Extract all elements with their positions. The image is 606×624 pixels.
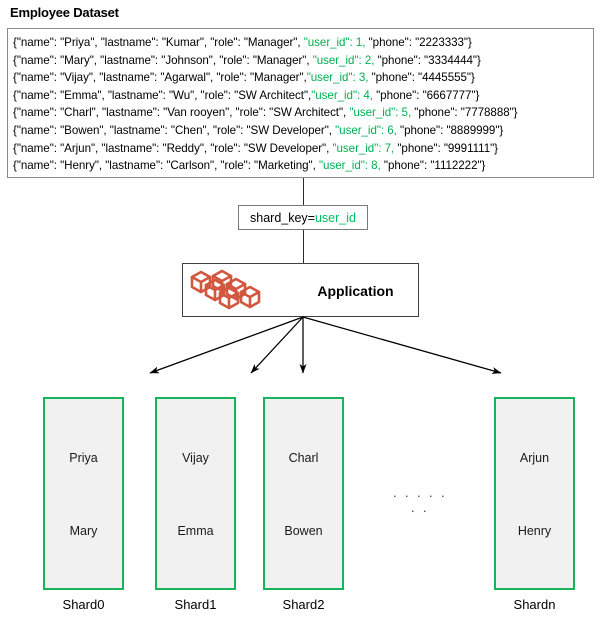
shard-record-name: Bowen [284,524,323,538]
shard-key-value: user_id [314,210,356,225]
record-head: {"name": "Vijay", "lastname": "Agarwal",… [13,71,307,85]
record-head: {"name": "Emma", "lastname": "Wu", "role… [13,88,312,102]
dataset-record-row: {"name": "Vijay", "lastname": "Agarwal",… [13,69,593,87]
record-tail: "phone": "8889999"} [396,123,504,137]
record-tail: "phone": "1112222"} [380,159,486,173]
shard-record-name: Mary [69,524,98,538]
shard-label-2: Shard2 [282,597,325,612]
shard-record-name: Priya [69,451,98,465]
record-user-id: "user_id": 1, [303,36,366,49]
shard-label-0: Shard0 [62,597,105,612]
connector-shardkey-to-application [303,230,304,263]
record-head: {"name": "Arjun", "lastname": "Reddy", "… [13,141,333,155]
arrow-to-shard1 [250,316,304,374]
application-label: Application [317,283,394,299]
shard-box-1[interactable]: Vijay Emma [155,397,236,590]
record-tail: "phone": "3334444"} [374,53,481,67]
record-user-id: "user_id": 2, [312,53,375,67]
dataset-record-row: {"name": "Bowen", "lastname": "Chen", "r… [13,122,593,140]
shards-ellipsis: . . . . . . . [392,485,448,515]
record-user-id: "user_id": 5, [349,106,412,120]
record-tail: "phone": "9991111"} [394,141,498,155]
dataset-record-row: {"name": "Priya", "lastname": "Kumar", "… [13,34,593,52]
shard-record-name: Emma [177,524,214,538]
record-tail: "phone": "4445555"} [368,71,475,85]
shard-record-name: Arjun [519,451,550,465]
record-head: {"name": "Bowen", "lastname": "Chen", "r… [13,123,336,137]
shard-box-2[interactable]: Charl Bowen [263,397,344,590]
record-user-id: "user_id": 3, [306,71,369,85]
application-box: Application [182,263,419,317]
shard-label-n: Shardn [513,597,556,612]
record-tail: "phone": "2223333"} [365,36,472,49]
dataset-record-row: {"name": "Henry", "lastname": "Carlson",… [13,157,593,175]
dataset-record-row: {"name": "Emma", "lastname": "Wu", "role… [13,87,593,105]
shard-record-name: Henry [517,524,552,538]
arrow-to-shard0 [149,316,304,374]
shard-label-1: Shard1 [174,597,217,612]
cubes-cluster-icon [189,267,287,320]
dataset-record-row: {"name": "Arjun", "lastname": "Reddy", "… [13,140,593,158]
employee-dataset-box: {"name": "Priya", "lastname": "Kumar", "… [7,28,594,178]
shard-box-n[interactable]: Arjun Henry [494,397,575,590]
dataset-record-row: {"name": "Charl", "lastname": "Van rooye… [13,104,593,122]
record-user-id: "user_id": 4, [311,88,373,102]
record-user-id: "user_id": 7, [332,141,395,155]
shard-record-name: Charl [288,451,319,465]
record-head: {"name": "Priya", "lastname": "Kumar", "… [13,36,304,49]
record-user-id: "user_id": 6, [335,123,397,137]
shard-box-0[interactable]: Priya Mary [43,397,124,590]
record-head: {"name": "Charl", "lastname": "Van rooye… [13,106,350,120]
arrow-to-shardn [302,316,502,374]
record-tail: "phone": "7778888"} [411,106,518,120]
record-tail: "phone": "6667777"} [372,88,480,102]
record-head: {"name": "Henry", "lastname": "Carlson",… [13,159,319,173]
shard-record-name: Vijay [182,451,209,465]
dataset-record-row: {"name": "Mary", "lastname": "Johnson", … [13,52,593,70]
connector-dataset-to-shardkey [303,178,304,205]
shard-key-label: shard_key= [250,210,315,225]
shard-key-box: shard_key=user_id [238,205,368,230]
record-head: {"name": "Mary", "lastname": "Johnson", … [13,53,313,67]
page-title: Employee Dataset [10,5,119,20]
record-user-id: "user_id": 8, [318,159,381,173]
